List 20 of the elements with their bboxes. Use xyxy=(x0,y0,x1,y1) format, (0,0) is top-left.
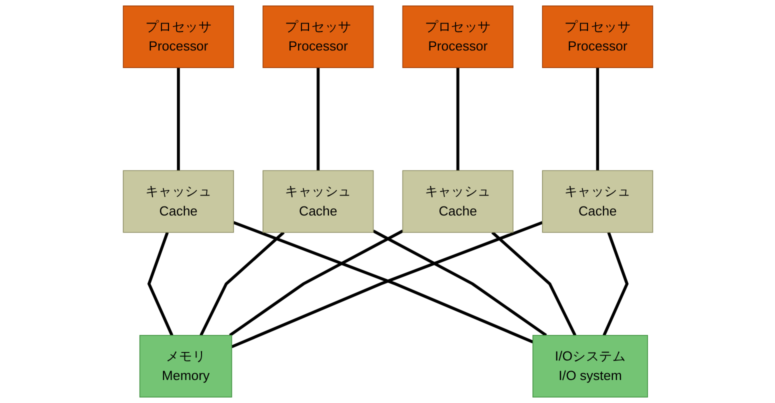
connector xyxy=(176,68,180,171)
node-box: キャッシュ Cache xyxy=(122,170,234,233)
node-box: キャッシュ Cache xyxy=(402,170,513,233)
node-box: I/Oシステム I/O system xyxy=(532,334,648,398)
connector xyxy=(602,232,628,336)
connector xyxy=(372,230,546,337)
node-box: プロセッサ Processor xyxy=(402,6,513,68)
connector xyxy=(199,231,284,336)
node-box: プロセッサ Processor xyxy=(122,6,234,68)
node-box: キャッシュ Cache xyxy=(262,170,374,233)
connector xyxy=(490,231,576,336)
connector xyxy=(228,230,403,337)
node-box: メモリ Memory xyxy=(138,334,232,398)
connector xyxy=(596,68,599,171)
node-box: プロセッサ Processor xyxy=(262,6,374,68)
node-box: キャッシュ Cache xyxy=(542,170,653,233)
connector xyxy=(146,232,173,336)
connector xyxy=(456,68,459,171)
connector xyxy=(316,68,320,171)
node-box: プロセッサ Processor xyxy=(542,6,653,68)
